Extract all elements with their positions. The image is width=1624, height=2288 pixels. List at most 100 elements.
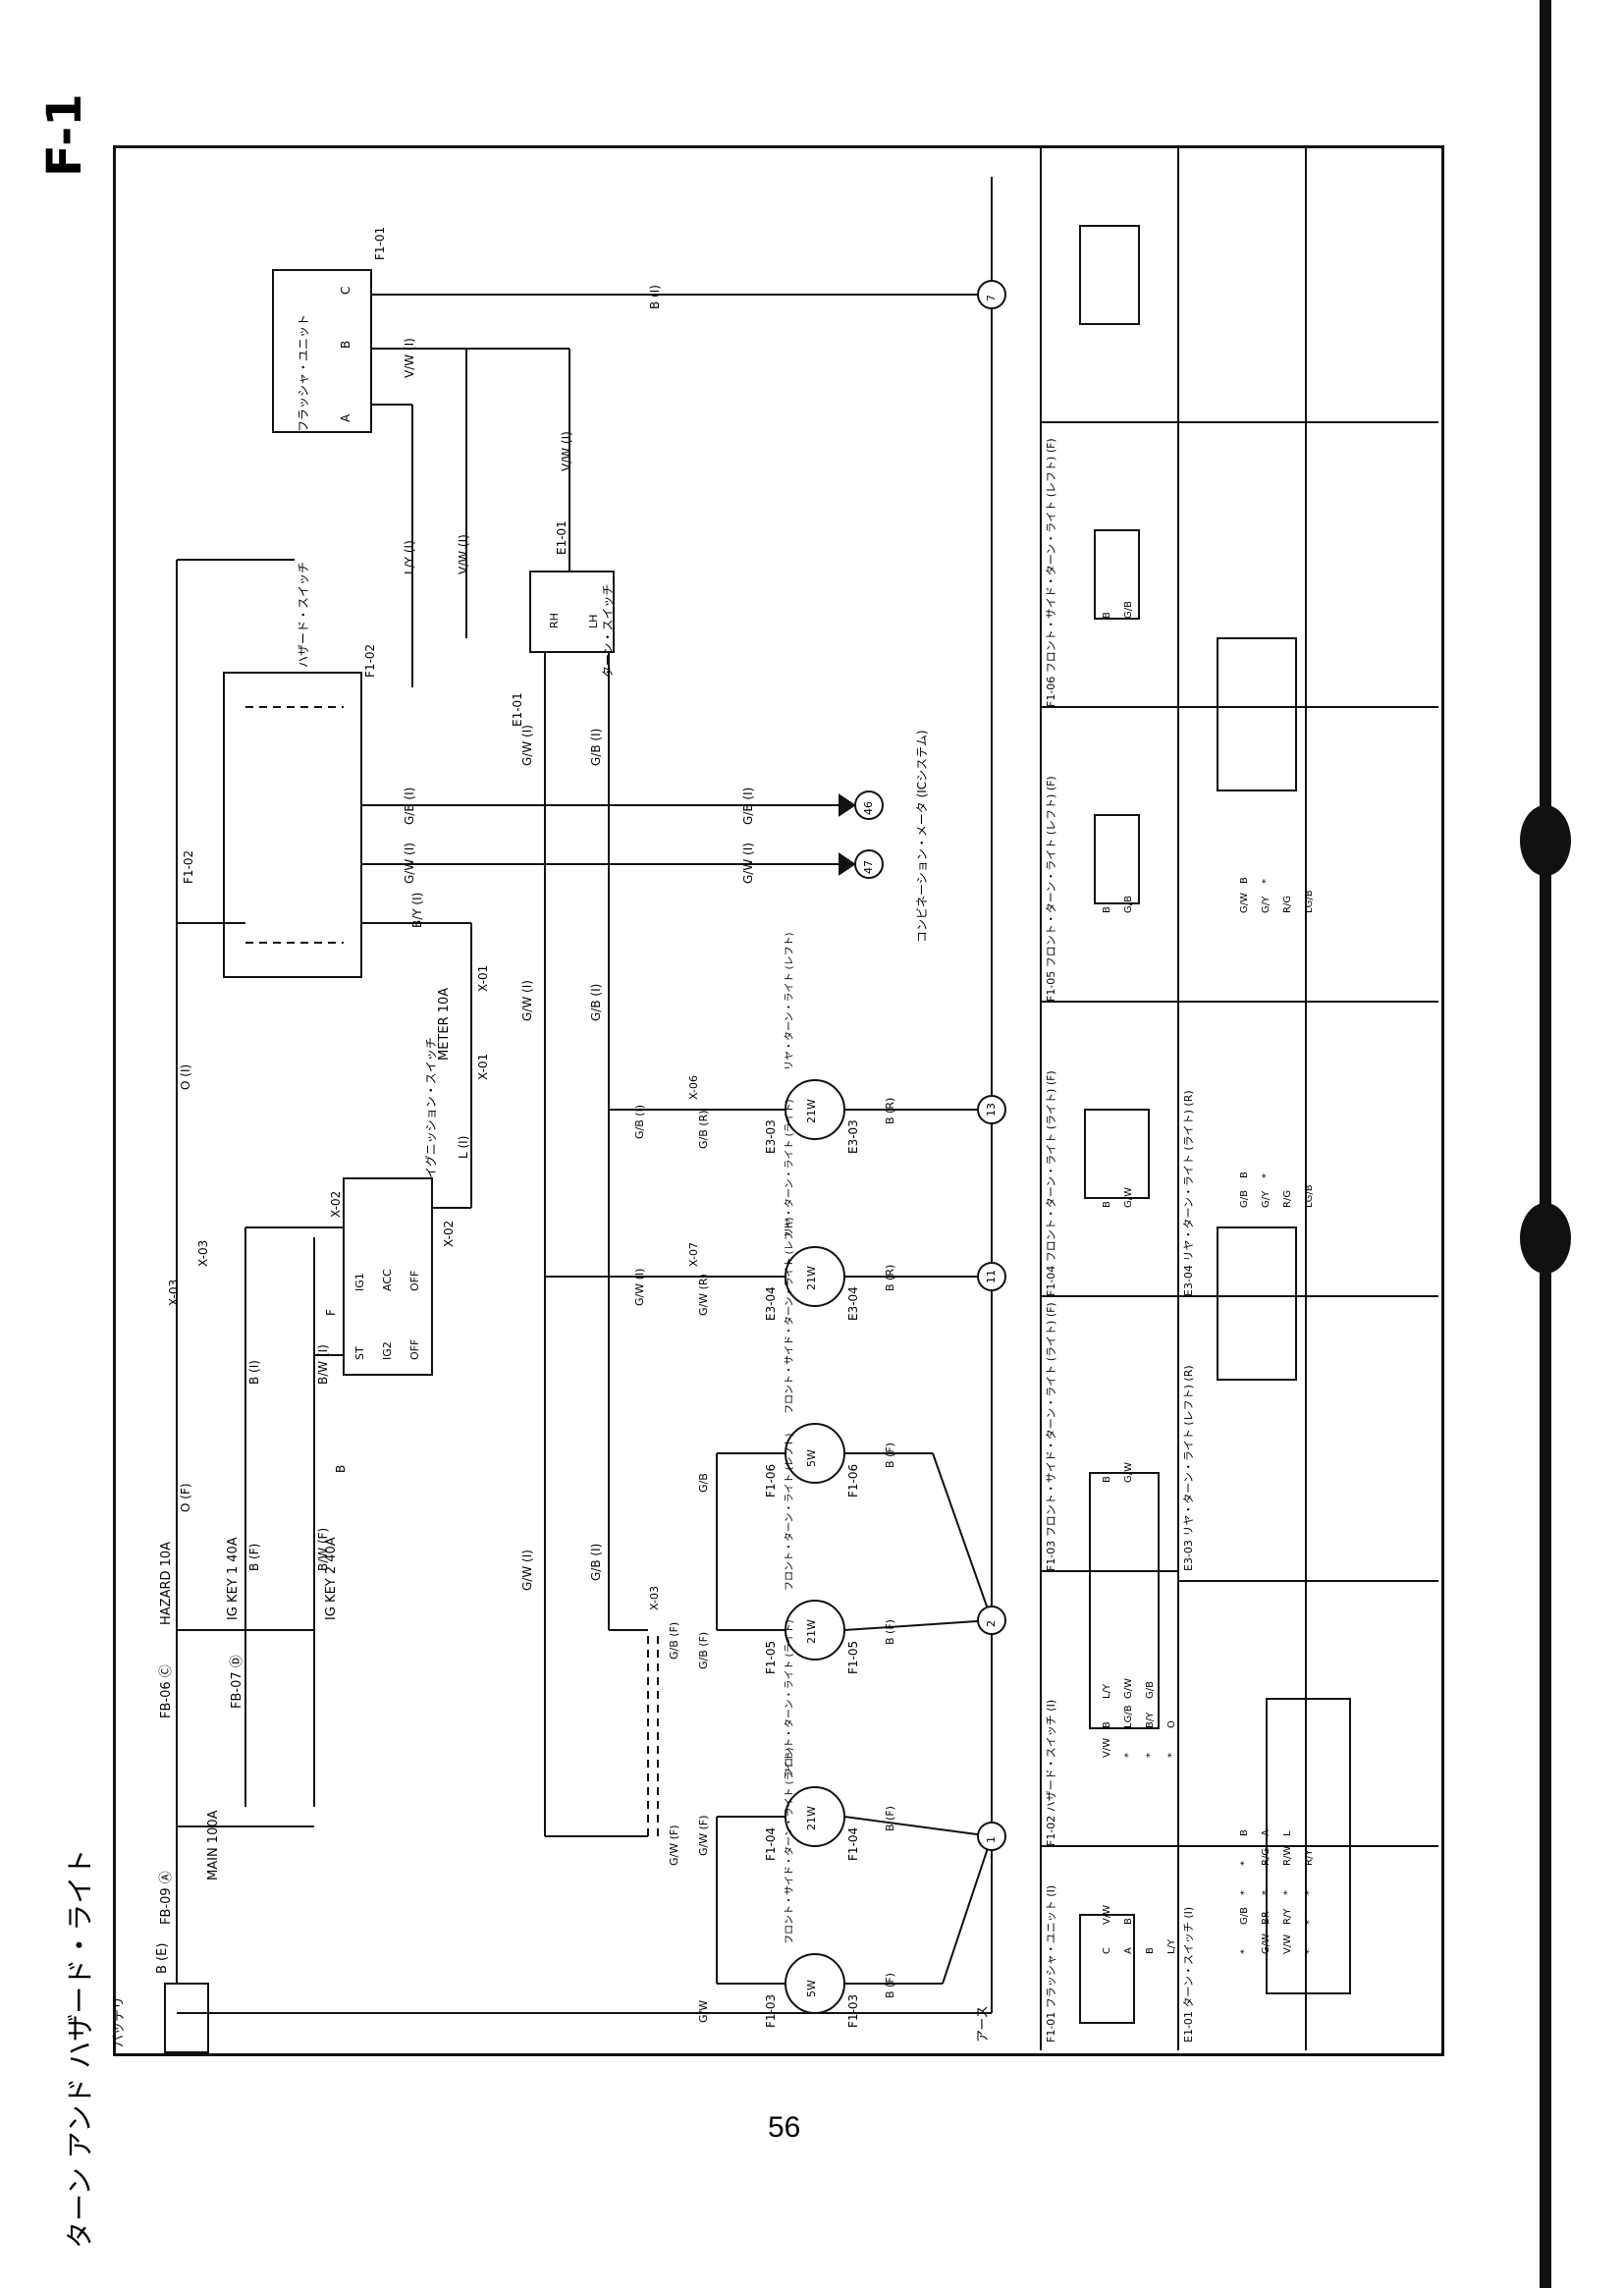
connector-cell-f104c: G/W — [1123, 1186, 1134, 1208]
wiring-lines — [176, 145, 1438, 2050]
lamp-ground-f103: B (F) — [884, 1973, 896, 1998]
connector-cell-f102: * — [1145, 1753, 1156, 1758]
binder-ring — [1520, 1203, 1571, 1274]
wire-g-w: G/W (I) — [520, 1550, 534, 1591]
wire-g-w: G/W (I) — [520, 725, 534, 766]
lamp-watt-f106: 5W — [805, 1449, 818, 1467]
connector-cell-e101: G/W — [1261, 1933, 1272, 1954]
ignition-position-label: ACC — [381, 1269, 394, 1291]
connector-x07: X-07 — [687, 1242, 700, 1267]
ground-node-7: 7 — [985, 295, 998, 301]
lamp-wire-f103: G/W — [697, 1999, 710, 2023]
connector-cell-e304c2: G/W — [1239, 892, 1250, 913]
connector-caption-f104c: F1-04 フロント・ターン・ライト (ライト) (F) — [1045, 1070, 1057, 1296]
connector-x03: X-03 — [167, 1279, 181, 1306]
connector-x02: X-02 — [442, 1220, 456, 1247]
connector-caption-e303c: E3-03 リヤ・ターン・ライト (レフト) (R) — [1182, 1365, 1195, 1571]
connector-f101: F1-01 — [373, 226, 387, 260]
connector-caption-f102: F1-02 ハザード・スイッチ (I) — [1045, 1699, 1057, 1846]
connector-e304: E3-04 — [764, 1286, 778, 1321]
connector-cell-f101: B — [1123, 1918, 1134, 1925]
connector-cell-e101: * — [1239, 1861, 1250, 1866]
connector-f106: F1-06 — [846, 1463, 860, 1498]
ground-node-13: 13 — [985, 1103, 998, 1117]
connector-f102: F1-02 — [363, 643, 377, 678]
connector-cell-e304c: * — [1261, 1173, 1272, 1178]
connector-f103: F1-03 — [846, 1993, 860, 2028]
connector-cell-e304c2: B — [1239, 877, 1250, 884]
lamp-symbols — [785, 1079, 845, 2014]
meter-pin-47: 47 — [862, 860, 875, 874]
connector-cell-f105c: B — [1102, 906, 1112, 913]
wire-g-w-i: G/W (I) — [633, 1268, 646, 1306]
wire-bw-i: B/W (I) — [316, 1344, 330, 1385]
connector-f105: F1-05 — [764, 1640, 778, 1674]
main-fuse-label: MAIN 100A — [206, 1810, 221, 1880]
binder-rail — [1540, 0, 1551, 2288]
lamp-e304 — [785, 1246, 845, 1307]
wire-o-f: O (F) — [179, 1483, 192, 1512]
wire-v-w: V/W (I) — [403, 338, 416, 378]
ignition-position-label: IG2 — [381, 1341, 394, 1360]
diagram-frame — [113, 145, 1444, 2056]
wire-f: F — [324, 1309, 338, 1316]
battery-label: バッテリ — [112, 1995, 127, 2047]
fb06-label: FB-06 Ⓒ — [159, 1664, 174, 1718]
connector-cell-e304c: G/B — [1239, 1190, 1250, 1208]
wire-bw-f: B/W (F) — [316, 1527, 330, 1571]
lamp-watt-f104: 21W — [805, 1806, 818, 1830]
connector-cell-e101: R/W — [1282, 1845, 1293, 1866]
connector-cell-f103c: G/W — [1123, 1461, 1134, 1483]
connector-x01: X-01 — [476, 964, 490, 992]
wire-g-b-f: G/B (F) — [668, 1621, 680, 1660]
lamp-wire-f105: G/B (F) — [697, 1631, 710, 1669]
wire-g-b: G/B (I) — [589, 1543, 603, 1581]
connector-cell-f104c: B — [1102, 1201, 1112, 1208]
lamp-ground-f104: B (F) — [884, 1806, 896, 1831]
lamp-wire-f104: G/W (F) — [697, 1815, 710, 1856]
connector-f104: F1-04 — [764, 1826, 778, 1861]
connector-cell-f102: O — [1166, 1720, 1177, 1728]
lamp-ground-f105: B (F) — [884, 1619, 896, 1645]
fb07-label: FB-07 Ⓓ — [230, 1655, 244, 1709]
connector-f105: F1-05 — [846, 1640, 860, 1674]
lamp-name-f106: フロント・サイド・ターン・ライト (レフト) — [785, 1217, 795, 1414]
lamp-ground-f106: B (F) — [884, 1443, 896, 1468]
lamp-watt-e303: 21W — [805, 1099, 818, 1123]
connector-cell-e101: * — [1239, 1890, 1250, 1895]
wire-g-b: G/B (I) — [741, 787, 755, 825]
connector-e304: E3-04 — [846, 1286, 860, 1321]
binder-ring — [1520, 805, 1571, 876]
connector-cell-f102: G/W — [1123, 1677, 1134, 1699]
flasher-unit-title: フラッシャ・ユニット — [297, 313, 310, 432]
turn-switch-lh: LH — [587, 614, 600, 628]
connector-caption-e304c: E3-04 リヤ・ターン・ライト (ライト) (R) — [1182, 1090, 1195, 1296]
ground-node-1: 1 — [985, 1836, 998, 1843]
ground-node-11: 11 — [985, 1270, 998, 1283]
page-number: 56 — [768, 2111, 801, 2144]
connector-e101: E1-01 — [511, 692, 524, 727]
connector-caption-f106c: F1-06 フロント・サイド・ターン・ライト (レフト) (F) — [1045, 438, 1057, 707]
connector-cell-f102: V/W — [1102, 1737, 1112, 1758]
wire-g-b-i: G/B (I) — [633, 1104, 646, 1139]
ignition-position-label: OFF — [408, 1270, 421, 1291]
connector-cell-e101: * — [1304, 1890, 1315, 1895]
connector-cell-e304c2: G/Y — [1261, 896, 1272, 913]
ground-node-2: 2 — [985, 1620, 998, 1627]
wire-g-w: G/W (I) — [403, 843, 416, 884]
connector-cell-e101: A — [1261, 1829, 1272, 1836]
wire-o-i: O (I) — [179, 1063, 192, 1090]
indicator-symbols — [839, 790, 884, 879]
connector-cell-e101: G/B — [1239, 1907, 1250, 1925]
connector-cell-f102: B — [1102, 1721, 1112, 1728]
wire-g-w: G/W (I) — [520, 980, 534, 1021]
connector-caption-f101: F1-01 フラッシャ・ユニット (I) — [1045, 1884, 1057, 2043]
connector-cell-e304c2: * — [1261, 879, 1272, 884]
connector-cell-f106c: G/B — [1123, 601, 1134, 619]
connector-panel-boxes — [1079, 225, 1351, 2024]
connector-e101: E1-01 — [555, 520, 568, 555]
wire-v-w: V/W (I) — [457, 534, 470, 574]
lamp-f103 — [785, 1953, 845, 2014]
lamp-name-f105: フロント・ターン・ライト (レフト) — [785, 1433, 795, 1591]
ground-node-circles — [977, 280, 1006, 1851]
